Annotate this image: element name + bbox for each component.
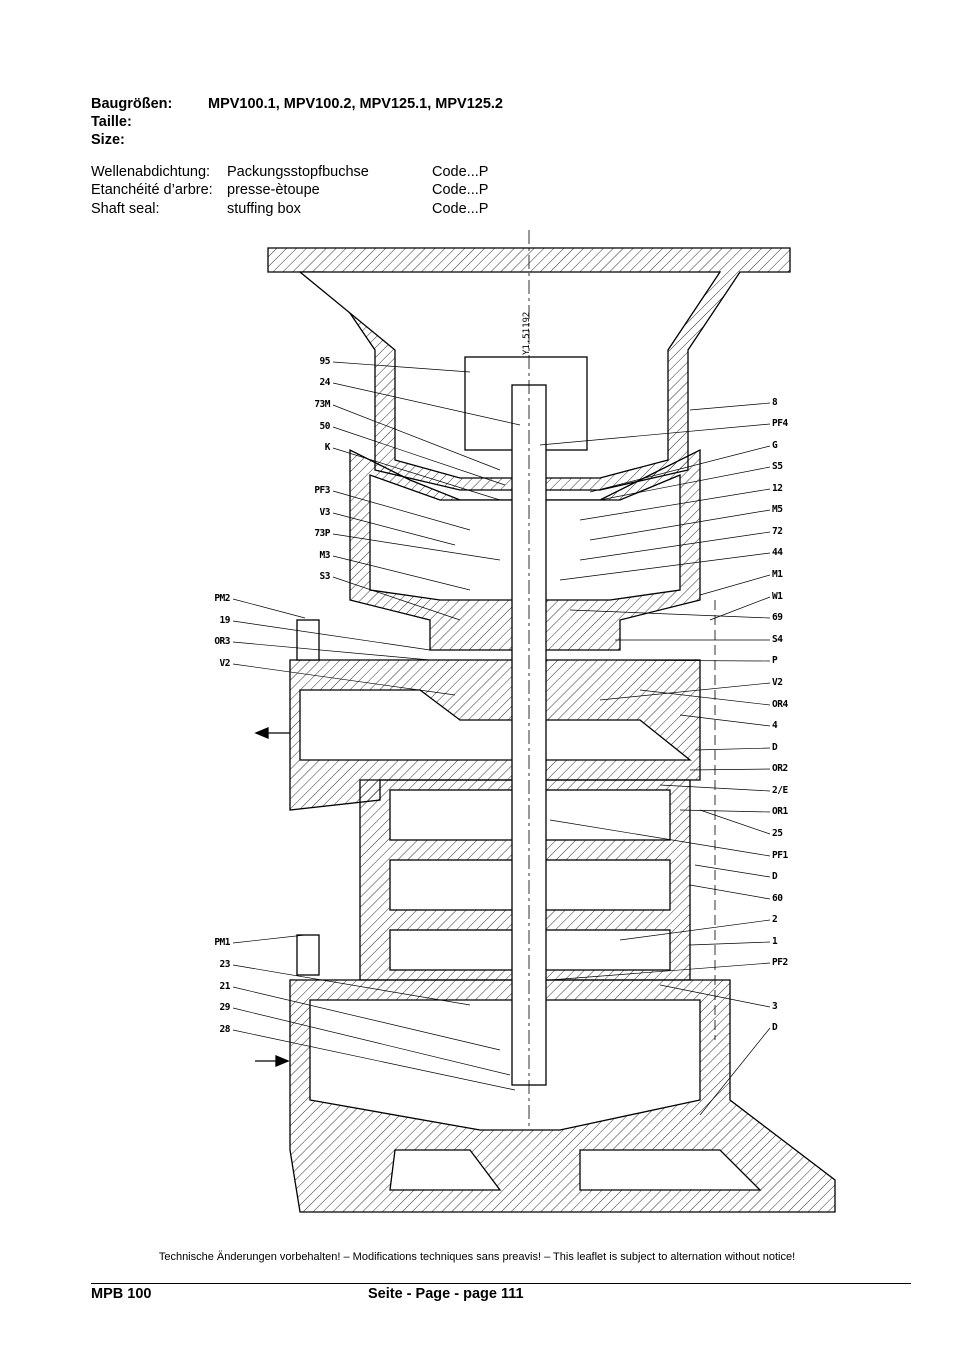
part-label: 25 xyxy=(772,828,783,839)
part-label: M1 xyxy=(772,569,783,580)
part-label: 73P xyxy=(314,528,330,539)
seal-value: stuffing box xyxy=(227,201,301,217)
part-label: 3 xyxy=(772,1001,778,1012)
part-label: S4 xyxy=(772,634,783,645)
seal-value: Packungsstopfbuchse xyxy=(227,164,369,180)
part-label: G xyxy=(772,440,778,451)
right-leaders xyxy=(539,402,771,1116)
drawing-number: Y1.51192 xyxy=(522,312,532,355)
part-label: D xyxy=(772,742,778,753)
part-label: 2 xyxy=(772,914,778,925)
part-label: 21 xyxy=(219,981,231,992)
part-label: 1 xyxy=(772,936,778,947)
part-label: W1 xyxy=(772,591,783,602)
part-label: 72 xyxy=(772,526,783,537)
part-label: 69 xyxy=(772,612,783,623)
outlet-arrow xyxy=(254,727,290,739)
size-values: MPV100.1, MPV100.2, MPV125.1, MPV125.2 xyxy=(208,96,503,112)
part-label: PF4 xyxy=(772,418,788,429)
part-label: 24 xyxy=(319,377,331,388)
seal-code: Code...P xyxy=(432,164,489,180)
part-label: 28 xyxy=(219,1024,231,1035)
part-label: K xyxy=(324,442,331,453)
part-label: PF1 xyxy=(772,850,788,861)
part-label: OR1 xyxy=(772,806,788,817)
part-label: 8 xyxy=(772,397,778,408)
inlet-arrow xyxy=(255,1055,290,1067)
part-label: PF2 xyxy=(772,957,788,968)
seal-label: Wellenabdichtung: xyxy=(91,164,211,180)
part-label: 60 xyxy=(772,893,783,904)
size-label-de: Baugrößen: xyxy=(91,96,173,112)
size-label-en: Size: xyxy=(91,132,125,148)
part-label: 44 xyxy=(772,547,783,558)
legal-notice: Technische Änderungen vorbehalten! – Mod… xyxy=(158,1251,796,1263)
part-label: 2/E xyxy=(772,785,788,796)
part-label: M3 xyxy=(319,550,331,561)
part-label: PM1 xyxy=(214,937,230,948)
part-label: V3 xyxy=(319,507,331,518)
pump-outline xyxy=(254,230,836,1213)
seal-row: Shaft seal: stuffing box Code...P xyxy=(91,200,488,218)
seal-row: Wellenabdichtung: Packungsstopfbuchse Co… xyxy=(91,163,488,181)
size-label-fr: Taille: xyxy=(91,114,132,130)
part-label: 73M xyxy=(314,399,330,410)
part-label: 29 xyxy=(219,1002,231,1013)
footer-divider xyxy=(91,1283,911,1284)
part-label: P xyxy=(772,655,778,666)
part-label: S3 xyxy=(319,571,331,582)
part-label: 23 xyxy=(219,959,231,970)
part-label: 4 xyxy=(772,720,778,731)
part-label: M5 xyxy=(772,504,783,515)
part-label: PF3 xyxy=(314,485,330,496)
document-id: MPB 100 xyxy=(91,1286,152,1302)
seal-label: Shaft seal: xyxy=(91,201,160,217)
part-label: OR2 xyxy=(772,763,788,774)
part-label: D xyxy=(772,871,778,882)
seal-row: Etanchéité d’arbre: presse-ètoupe Code..… xyxy=(91,181,488,199)
part-label: S5 xyxy=(772,461,783,472)
part-label: V2 xyxy=(772,677,783,688)
seal-value: presse-ètoupe xyxy=(227,182,320,198)
part-label: D xyxy=(772,1022,778,1033)
page-number: Seite - Page - page 111 xyxy=(368,1286,524,1302)
part-label: 95 xyxy=(319,356,331,367)
seal-label: Etanchéité d’arbre: xyxy=(91,182,213,198)
seal-code: Code...P xyxy=(432,201,489,217)
part-label: OR3 xyxy=(214,636,230,647)
seal-code: Code...P xyxy=(432,182,489,198)
part-label: 50 xyxy=(319,421,331,432)
left-leaders xyxy=(232,361,521,1091)
part-label: OR4 xyxy=(772,699,788,710)
part-label: 12 xyxy=(772,483,783,494)
size-heading: Baugrößen: MPV100.1, MPV100.2, MPV125.1,… xyxy=(91,95,503,113)
part-label: V2 xyxy=(219,658,231,669)
part-label: PM2 xyxy=(214,593,230,604)
part-label: 19 xyxy=(219,615,231,626)
